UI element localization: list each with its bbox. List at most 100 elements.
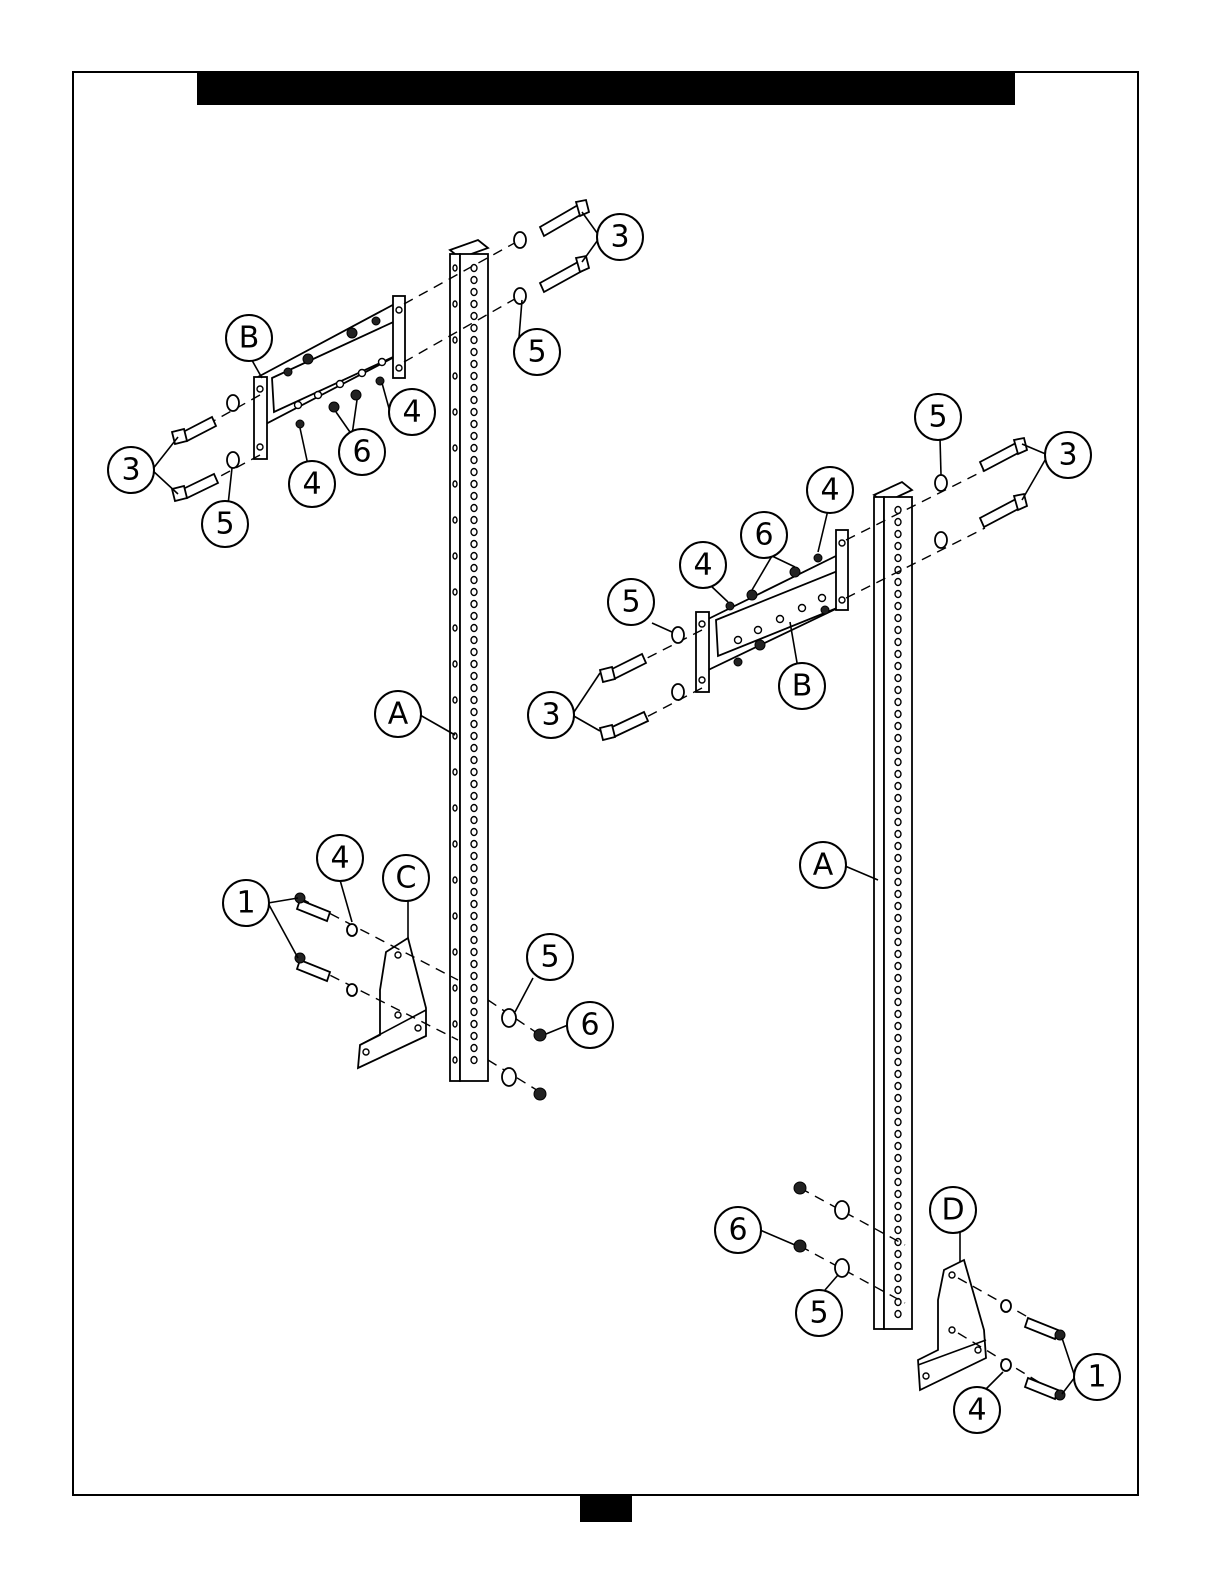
upright-hole [895, 1275, 901, 1282]
upright-hole [895, 1143, 901, 1150]
callout-label: B [239, 321, 260, 356]
upright-hole [471, 613, 477, 620]
upright-hole [895, 1311, 901, 1318]
upright-hole [895, 591, 901, 598]
upright-hole [895, 831, 901, 838]
upright-hole [471, 1045, 477, 1052]
upright-hole [471, 817, 477, 824]
callout-right-A: A [800, 842, 846, 888]
callout-left-3: 3 [108, 447, 154, 493]
callout-label: 5 [527, 335, 546, 370]
upright-hole [471, 601, 477, 608]
callout-label: 4 [302, 467, 321, 502]
upright-hole [895, 819, 901, 826]
upright-hole [895, 759, 901, 766]
upright-hole [895, 1011, 901, 1018]
upright-hole [895, 1203, 901, 1210]
upright-hole [895, 723, 901, 730]
callout-label: 4 [967, 1393, 986, 1428]
upright-hole [453, 589, 457, 595]
upright-hole [895, 915, 901, 922]
upright-hole [895, 987, 901, 994]
callout-left-5-top: 5 [514, 329, 560, 375]
upright-hole [453, 481, 457, 487]
upright-hole [895, 951, 901, 958]
upright-hole [471, 865, 477, 872]
upright-hole [471, 361, 477, 368]
callout-label: B [792, 669, 813, 704]
right-upright-a [874, 482, 912, 1329]
upright-hole [895, 999, 901, 1006]
upright-hole [471, 673, 477, 680]
upright-hole [471, 697, 477, 704]
callout-right-5-d: 5 [796, 1290, 842, 1336]
callout-label: 3 [610, 220, 629, 255]
upright-hole [895, 663, 901, 670]
callout-left-5-c: 5 [527, 934, 573, 980]
upright-hole [453, 409, 457, 415]
upright-hole [471, 409, 477, 416]
upright-hole [471, 853, 477, 860]
left-upright-a [450, 240, 488, 1081]
callout-label: 4 [820, 473, 839, 508]
upright-hole [895, 1179, 901, 1186]
callout-right-4-top: 4 [807, 467, 853, 513]
upright-hole [471, 745, 477, 752]
upright-hole [453, 697, 457, 703]
upright-hole [453, 301, 457, 307]
upright-hole [471, 589, 477, 596]
callout-right-3-left: 3 [528, 692, 574, 738]
upright-hole [471, 1009, 477, 1016]
callout-label: 5 [809, 1296, 828, 1331]
callout-right-4-d: 4 [954, 1387, 1000, 1433]
upright-hole [895, 735, 901, 742]
upright-hole [453, 769, 457, 775]
upright-hole [895, 687, 901, 694]
callout-label: 5 [215, 507, 234, 542]
upright-hole [895, 795, 901, 802]
upright-hole [895, 1119, 901, 1126]
upright-hole [453, 337, 457, 343]
upright-hole [471, 733, 477, 740]
callout-label: 4 [330, 841, 349, 876]
upright-hole [895, 675, 901, 682]
upright-hole [471, 373, 477, 380]
upright-hole [895, 1227, 901, 1234]
upright-hole [895, 855, 901, 862]
upright-hole [471, 349, 477, 356]
callout-label: 6 [728, 1213, 747, 1248]
upright-hole [895, 975, 901, 982]
upright-hole [895, 627, 901, 634]
upright-hole [895, 927, 901, 934]
upright-hole [471, 577, 477, 584]
upright-hole [895, 747, 901, 754]
upright-hole [453, 265, 457, 271]
callout-label: 3 [541, 698, 560, 733]
upright-hole [895, 939, 901, 946]
callout-right-B: B [779, 663, 825, 709]
upright-hole [471, 877, 477, 884]
callout-right-6-d: 6 [715, 1207, 761, 1253]
upright-hole [471, 913, 477, 920]
upright-hole [453, 805, 457, 811]
upright-hole [471, 469, 477, 476]
upright-hole [471, 829, 477, 836]
upright-hole [471, 553, 477, 560]
upright-hole [895, 1191, 901, 1198]
upright-hole [471, 1021, 477, 1028]
upright-hole [453, 553, 457, 559]
callout-right-1: 1 [1074, 1354, 1120, 1400]
upright-hole [471, 457, 477, 464]
upright-hole [471, 325, 477, 332]
upright-hole [471, 565, 477, 572]
upright-hole [471, 649, 477, 656]
left-bracket-c [295, 893, 546, 1100]
callout-left-1: 1 [223, 880, 269, 926]
callout-label: 3 [1058, 438, 1077, 473]
upright-hole [453, 1057, 457, 1063]
upright-hole [895, 531, 901, 538]
upright-hole [471, 277, 477, 284]
upright-hole [471, 841, 477, 848]
upright-hole [471, 973, 477, 980]
